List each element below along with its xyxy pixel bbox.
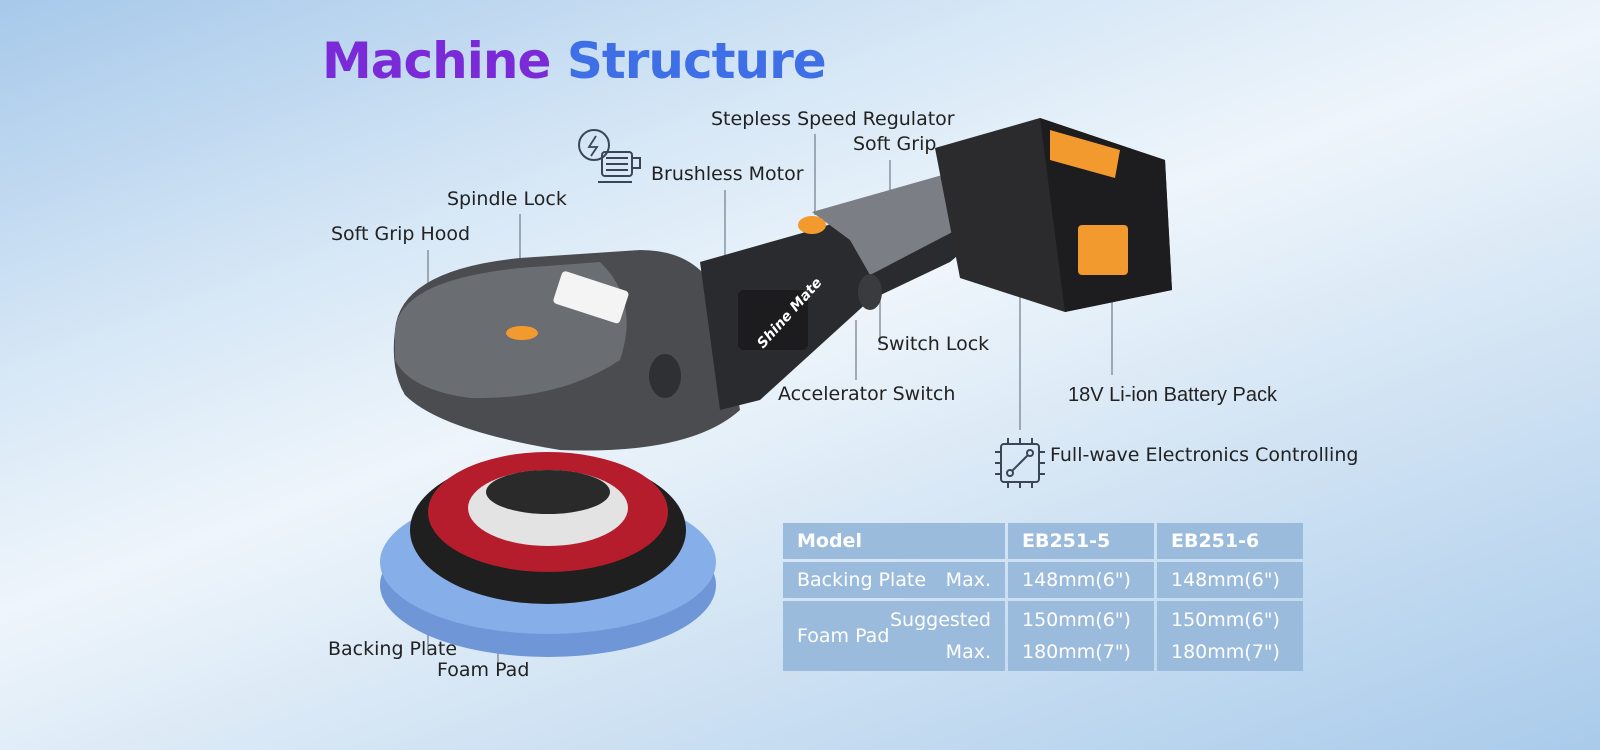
table-row-foam-pad: Foam Pad Suggested Max. 150mm(6") 180mm(… (783, 601, 1303, 671)
backing-plate-label: Backing Plate (797, 569, 927, 591)
page-title: Machine Structure (322, 32, 827, 90)
foam-pad-label: Foam Pad (797, 625, 890, 647)
foam-pad-values-1: 150mm(6") 180mm(7") (1008, 601, 1154, 671)
label-accelerator-switch: Accelerator Switch (778, 383, 956, 405)
polisher-body-graphic (700, 170, 990, 410)
backing-plate-value-1: 148mm(6") (1008, 562, 1154, 598)
spec-table: Model EB251-5 EB251-6 Backing Plate Max.… (780, 520, 1306, 674)
battery-graphic (935, 118, 1172, 312)
label-brushless-motor: Brushless Motor (651, 163, 804, 185)
foam-pad-graphic (380, 452, 716, 657)
label-stepless-speed-regulator: Stepless Speed Regulator (711, 108, 955, 130)
label-switch-lock: Switch Lock (877, 333, 990, 355)
header-model-2: EB251-6 (1157, 523, 1303, 559)
header-model: Model (783, 523, 1005, 559)
foam-pad-max-1: 180mm(7") (1022, 641, 1131, 663)
foam-pad-suggested-1: 150mm(6") (1022, 609, 1131, 631)
foam-pad-sub-suggested: Suggested (889, 609, 991, 631)
motor-icon (578, 129, 641, 183)
table-row-backing-plate: Backing Plate Max. 148mm(6") 148mm(6") (783, 562, 1303, 598)
label-foam-pad: Foam Pad (437, 659, 530, 681)
label-soft-grip: Soft Grip (853, 133, 937, 155)
header-model-1: EB251-5 (1008, 523, 1154, 559)
foam-pad-suggested-2: 150mm(6") (1171, 609, 1280, 631)
backing-plate-value-2: 148mm(6") (1157, 562, 1303, 598)
row-label-backing-plate: Backing Plate Max. (783, 562, 1005, 598)
title-word-structure: Structure (566, 32, 827, 90)
table-header-row: Model EB251-5 EB251-6 (783, 523, 1303, 559)
row-label-foam-pad: Foam Pad Suggested Max. (783, 601, 1005, 671)
label-battery-pack: 18V Li-ion Battery Pack (1068, 384, 1277, 406)
backing-plate-sub: Max. (945, 569, 991, 591)
label-spindle-lock: Spindle Lock (447, 188, 567, 210)
title-word-machine: Machine (322, 32, 551, 90)
polisher-head-graphic (393, 250, 740, 451)
label-soft-grip-hood: Soft Grip Hood (331, 223, 471, 245)
label-backing-plate: Backing Plate (328, 638, 458, 660)
foam-pad-values-2: 150mm(6") 180mm(7") (1157, 601, 1303, 671)
circuit-chip-icon (995, 438, 1045, 488)
label-electronics-controlling: Full-wave Electronics Controlling (1050, 444, 1359, 466)
foam-pad-max-2: 180mm(7") (1171, 641, 1280, 663)
foam-pad-sub-max: Max. (945, 641, 991, 663)
